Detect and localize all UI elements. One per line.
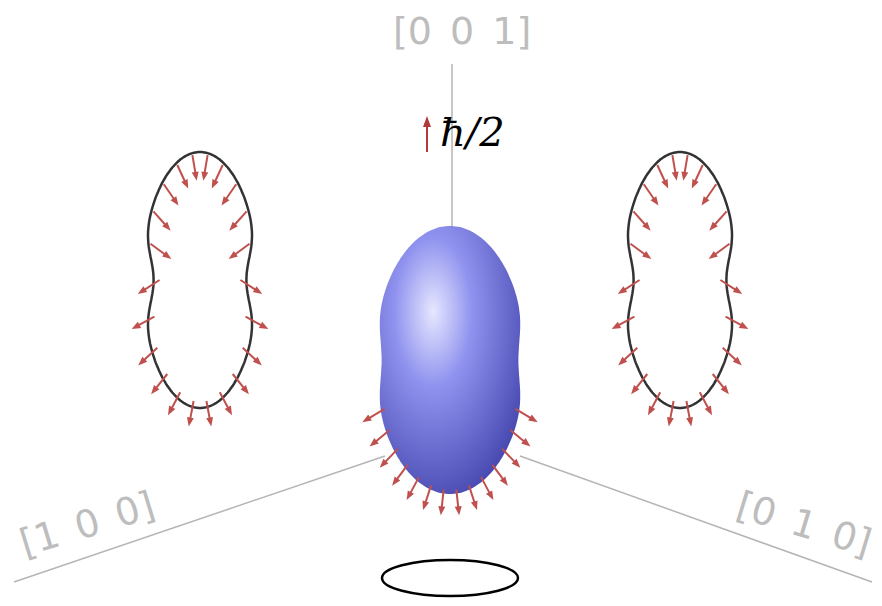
- arrow-head: [686, 417, 693, 427]
- arrow-head: [168, 406, 175, 416]
- arrow-head: [651, 196, 659, 205]
- axis-label: [0 1 0]: [733, 486, 876, 563]
- arrow-head: [171, 196, 179, 205]
- arrow-head: [648, 406, 655, 416]
- arrow-head: [739, 322, 749, 329]
- arrow-head: [702, 196, 710, 205]
- arrow-head: [229, 251, 238, 259]
- arrow-head: [438, 506, 445, 515]
- arrow-head: [733, 286, 743, 294]
- spin-label: ħ/2: [440, 112, 505, 152]
- arrow-head: [407, 490, 414, 500]
- axis-line: [14, 456, 385, 582]
- arrow-head: [241, 385, 249, 394]
- arrow-head: [138, 286, 148, 294]
- arrow-head: [733, 357, 742, 366]
- arrow-head: [192, 171, 199, 180]
- arrow-head: [138, 357, 147, 366]
- arrow-head: [681, 171, 688, 180]
- arrow-head: [642, 251, 651, 259]
- arrow-head: [521, 438, 530, 447]
- arrow-head: [181, 179, 188, 189]
- arrow-head: [528, 415, 538, 423]
- legend-arrow: [423, 116, 431, 152]
- arrow-head: [253, 357, 262, 366]
- arrow-head: [667, 417, 674, 427]
- arrow-head: [642, 222, 651, 231]
- arrow-head: [225, 406, 232, 416]
- arrow-head: [206, 417, 213, 427]
- arrow-head: [618, 286, 628, 294]
- arrow-head: [618, 357, 627, 366]
- arrow-head: [672, 171, 679, 180]
- arrow-head: [631, 385, 639, 394]
- arrow-head: [455, 506, 462, 515]
- arrow-head: [512, 459, 521, 468]
- axis-label: [1 0 0]: [15, 486, 158, 563]
- loop-outline: [628, 152, 732, 408]
- arrow-head: [486, 490, 493, 500]
- arrow-head: [612, 322, 622, 329]
- spin-projection: [612, 152, 749, 427]
- arrow-head: [423, 500, 430, 510]
- spin-projection: [132, 152, 269, 427]
- arrow-head: [151, 385, 159, 394]
- arrow-head: [222, 196, 230, 205]
- arrow-head: [259, 322, 269, 329]
- arrow-head: [721, 385, 729, 394]
- arrow-head: [709, 251, 718, 259]
- arrow-head: [212, 179, 219, 189]
- arrow-head: [370, 438, 379, 447]
- projection-ellipse: [382, 560, 518, 596]
- arrow-head: [187, 417, 194, 427]
- arrow-head: [709, 222, 718, 231]
- loop-outline: [148, 152, 252, 408]
- arrow-head: [500, 476, 508, 485]
- arrow-head: [692, 179, 699, 189]
- arrow-head: [705, 406, 712, 416]
- arrow-head: [253, 286, 262, 294]
- arrow-head: [471, 500, 478, 510]
- arrow-head: [162, 222, 171, 231]
- arrow-head: [201, 171, 208, 180]
- spin-density-surface: [362, 226, 537, 515]
- axis-label: [0 0 1]: [393, 12, 531, 50]
- arrow-head: [162, 251, 171, 259]
- arrow-head: [392, 476, 400, 485]
- spin-density-blob: [380, 226, 520, 494]
- arrow-head: [362, 415, 372, 423]
- arrow-head: [380, 459, 389, 468]
- arrow-head: [661, 179, 668, 189]
- arrow-head: [229, 222, 238, 231]
- arrow-head: [132, 322, 142, 329]
